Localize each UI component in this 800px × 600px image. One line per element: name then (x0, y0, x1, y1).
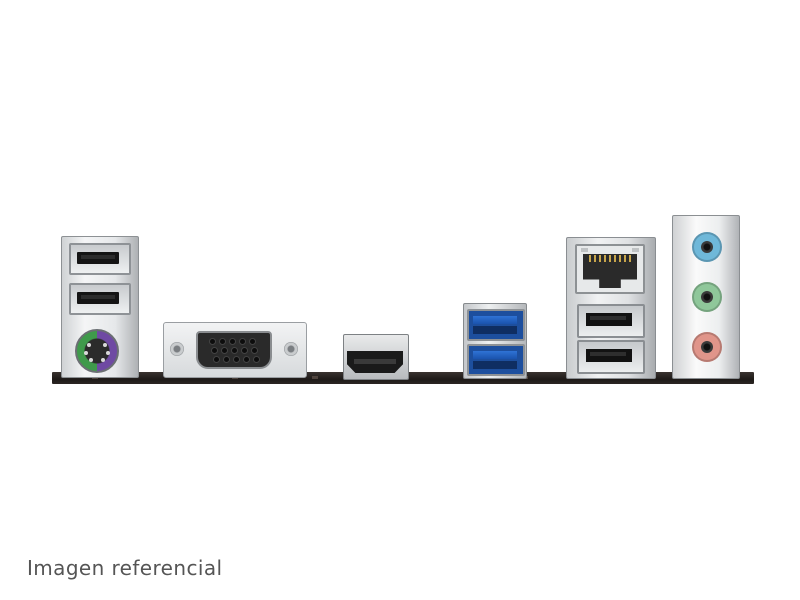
ethernet-port (575, 244, 645, 294)
vga-port (163, 322, 307, 378)
usb3-port (467, 344, 525, 376)
line-out-jack-icon (692, 282, 722, 312)
vga-pin-hole (242, 348, 247, 353)
vga-pin-hole (244, 357, 249, 362)
vga-pin-hole (252, 348, 257, 353)
usb-a-port (577, 340, 645, 374)
vga-pin-hole (234, 357, 239, 362)
vga-pin-hole (232, 348, 237, 353)
usb3-port (467, 309, 525, 341)
vga-pin-hole (224, 357, 229, 362)
audio-stack (672, 215, 740, 379)
lan-usb-stack (566, 237, 656, 379)
usb-a-port (69, 243, 131, 275)
hdmi-port (343, 334, 409, 380)
image-caption: Imagen referencial (27, 556, 223, 580)
vga-pin-hole (210, 339, 215, 344)
vga-pin-hole (240, 339, 245, 344)
usb-ps2-stack (61, 236, 139, 378)
screw-icon (170, 342, 184, 356)
vga-pin-hole (220, 339, 225, 344)
ps2-port (75, 329, 119, 373)
vga-pin-hole (250, 339, 255, 344)
mic-jack-icon (692, 332, 722, 362)
usb-a-port (69, 283, 131, 315)
vga-pin-hole (214, 357, 219, 362)
screw-icon (284, 342, 298, 356)
vga-connector (196, 331, 272, 369)
vga-pin-hole (230, 339, 235, 344)
line-in-jack-icon (692, 232, 722, 262)
vga-pin-hole (212, 348, 217, 353)
usb-a-port (577, 304, 645, 338)
vga-pin-hole (222, 348, 227, 353)
usb3-stack (463, 303, 527, 379)
vga-pin-hole (254, 357, 259, 362)
